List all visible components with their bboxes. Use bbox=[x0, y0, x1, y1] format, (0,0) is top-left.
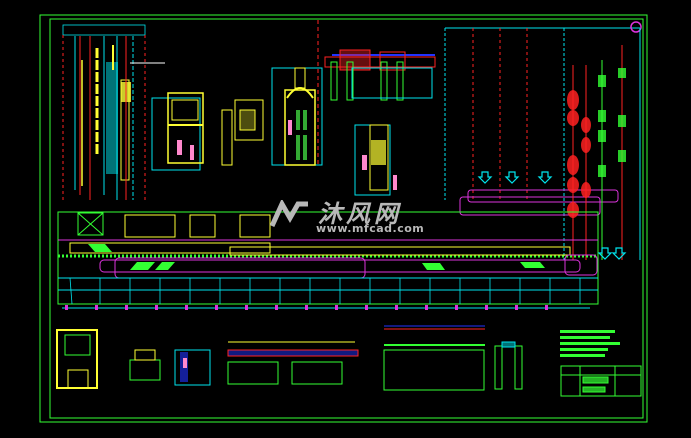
notes-block bbox=[560, 330, 620, 357]
top-right-column-grid bbox=[444, 21, 642, 260]
left-vertical-elevations bbox=[62, 24, 165, 200]
title-block bbox=[560, 365, 642, 397]
top-equipment-elevations bbox=[151, 20, 436, 196]
drawing-frame bbox=[39, 14, 648, 423]
main-plan-view bbox=[57, 211, 627, 310]
bottom-detail-views bbox=[56, 325, 523, 391]
right-vertical-elevations bbox=[567, 28, 641, 260]
